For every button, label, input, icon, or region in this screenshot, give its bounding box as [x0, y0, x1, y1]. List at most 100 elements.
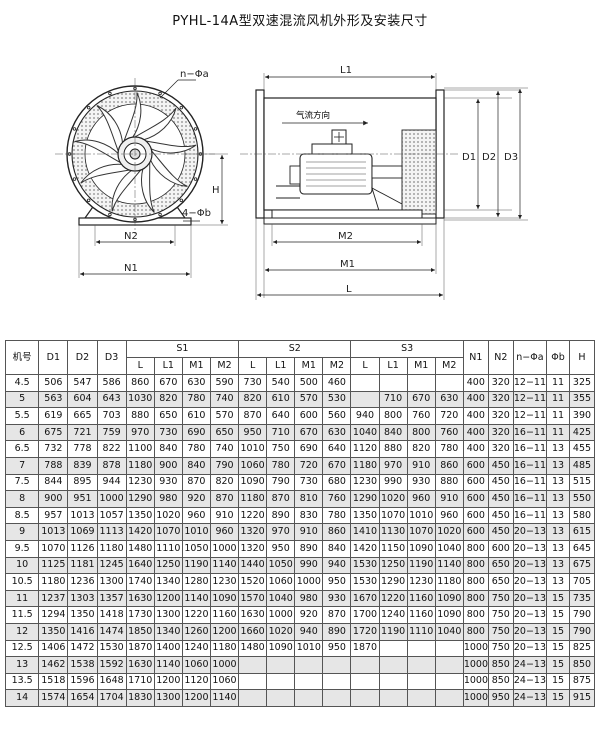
table-cell: 1180	[38, 573, 69, 591]
table-cell: 950	[238, 423, 268, 442]
table-cell: 450	[487, 456, 514, 475]
table-cell: 1000	[209, 656, 240, 674]
table-cell: 980	[153, 490, 183, 508]
model-number-cell: 11.5	[4, 606, 40, 624]
table-cell: 1300	[153, 606, 183, 624]
table-cell: 1340	[153, 573, 183, 591]
table-cell: 790	[266, 473, 296, 492]
table-cell: 740	[209, 390, 240, 409]
table-cell: 895	[67, 473, 98, 492]
label-m1: M1	[340, 259, 355, 270]
table-cell: 1400	[153, 639, 183, 658]
table-cell: 1230	[350, 473, 380, 492]
table-cell	[238, 689, 268, 707]
table-cell: 15	[546, 606, 570, 624]
table-cell: 20−13	[512, 556, 548, 575]
table-cell: 1538	[67, 656, 98, 674]
table-cell: 1462	[38, 656, 69, 674]
table-cell: 750	[487, 622, 514, 641]
table-cell: 1010	[406, 506, 436, 525]
col-subheader: M1	[181, 357, 211, 375]
table-cell: 665	[67, 407, 98, 425]
table-cell: 400	[462, 407, 489, 425]
table-cell: 1440	[238, 556, 268, 575]
table-cell: 500	[294, 374, 324, 392]
col-subheader: M2	[434, 357, 464, 375]
table-cell: 320	[487, 407, 514, 425]
table-cell: 1592	[96, 656, 127, 674]
table-cell: 675	[568, 556, 596, 575]
fan-blade	[80, 163, 131, 184]
table-cell: 1090	[209, 589, 240, 608]
table-cell: 515	[568, 473, 596, 492]
table-cell: 13	[546, 523, 570, 541]
table-cell: 1350	[350, 506, 380, 525]
table-cell: 870	[181, 473, 211, 492]
table-cell: 1180	[96, 539, 127, 558]
table-cell: 950	[322, 573, 352, 591]
table-cell: 1260	[181, 622, 211, 641]
table-cell: 1250	[378, 556, 408, 575]
table-cell: 1180	[350, 456, 380, 475]
table-cell: 1140	[153, 656, 183, 674]
table-cell: 1125	[38, 556, 69, 575]
table-cell: 890	[294, 539, 324, 558]
table-cell: 400	[462, 440, 489, 458]
table-cell: 1245	[96, 556, 127, 575]
fan-blade	[149, 149, 188, 187]
table-cell: 650	[487, 573, 514, 591]
table-cell: 1480	[238, 639, 268, 658]
table-cell: 610	[266, 390, 296, 409]
table-cell: 1596	[67, 672, 98, 691]
table-cell: 1290	[350, 490, 380, 508]
table-cell: 586	[96, 374, 127, 392]
table-cell: 710	[266, 423, 296, 442]
table-cell: 1010	[294, 639, 324, 658]
table-cell: 650	[209, 423, 240, 442]
table-cell: 990	[294, 556, 324, 575]
label-n1: N1	[124, 263, 138, 274]
table-cell: 944	[96, 473, 127, 492]
table-cell: 750	[266, 440, 296, 458]
table-cell: 860	[434, 456, 464, 475]
table-cell: 878	[96, 456, 127, 475]
table-cell: 703	[96, 407, 127, 425]
table-cell: 1180	[434, 573, 464, 591]
table-cell	[266, 656, 296, 674]
table-cell: 16−11	[512, 490, 548, 508]
table-cell: 455	[568, 440, 596, 458]
table-cell: 320	[487, 374, 514, 392]
table-cell	[350, 656, 380, 674]
table-cell: 11	[546, 390, 570, 409]
table-cell: 760	[406, 407, 436, 425]
table-cell: 900	[38, 490, 69, 508]
table-cell: 630	[322, 423, 352, 442]
table-cell: 670	[322, 456, 352, 475]
table-cell: 750	[487, 589, 514, 608]
table-cell: 15	[546, 656, 570, 674]
table-cell: 11	[546, 407, 570, 425]
table-cell: 800	[462, 573, 489, 591]
table-cell: 950	[266, 539, 296, 558]
table-cell: 560	[322, 407, 352, 425]
model-number-cell: 11	[4, 589, 40, 608]
table-cell: 1180	[125, 456, 155, 475]
table-cell: 1300	[96, 573, 127, 591]
table-cell: 1160	[209, 606, 240, 624]
table-cell: 940	[294, 622, 324, 641]
table-cell: 1070	[38, 539, 69, 558]
table-cell: 13	[546, 573, 570, 591]
table-cell: 1660	[238, 622, 268, 641]
col-group-header: S3	[350, 340, 464, 358]
table-cell	[266, 672, 296, 691]
table-cell: 450	[487, 473, 514, 492]
table-cell: 16−11	[512, 456, 548, 475]
table-cell: 1340	[153, 622, 183, 641]
table-cell	[434, 656, 464, 674]
table-cell: 870	[238, 407, 268, 425]
